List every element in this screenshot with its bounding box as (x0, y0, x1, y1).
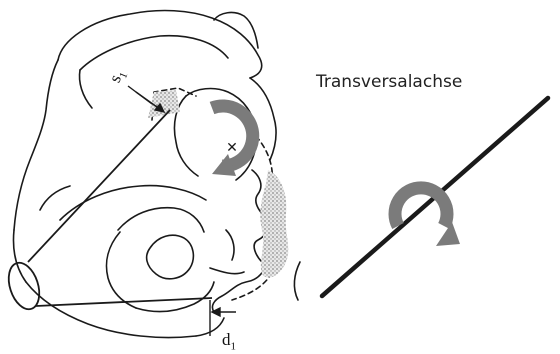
d1-label: d1 (222, 330, 236, 352)
pelvis-outline (14, 11, 301, 338)
svg-text:✕: ✕ (226, 140, 238, 156)
right-rotation-arrow-icon (395, 188, 460, 246)
d1-main-text: d (222, 330, 231, 349)
displacement-hatching (148, 90, 288, 278)
left-rotation-arrow-icon: ✕ (212, 106, 253, 176)
transverse-axis-label: Transversalachse (316, 72, 462, 92)
projection-lines (3, 110, 212, 313)
d1-subscript: 1 (231, 340, 237, 352)
